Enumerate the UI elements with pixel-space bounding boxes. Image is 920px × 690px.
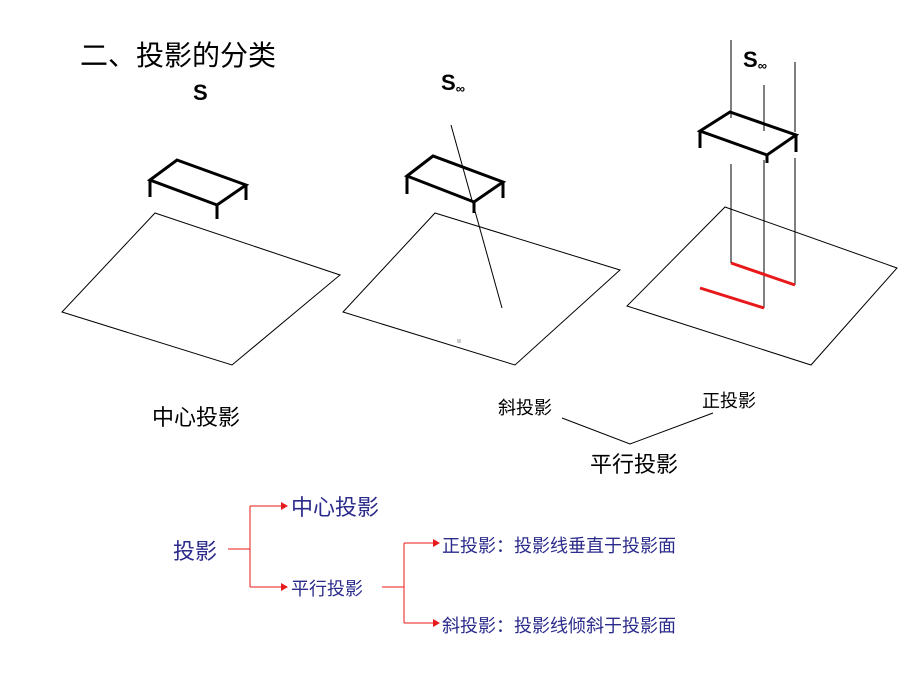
center-dot xyxy=(457,339,461,343)
tree-connectors xyxy=(228,505,434,624)
central-projection-caption: 中心投影 xyxy=(152,406,241,431)
infinity-point-label-orthographic: S∞ xyxy=(743,47,767,73)
oblique-projection-diagram xyxy=(342,124,621,366)
tree-arrowheads xyxy=(281,502,440,627)
tree-leaf-oblique: 斜投影：投影线倾斜于投影面 xyxy=(442,616,676,637)
infinity-point-label-oblique: S∞ xyxy=(441,70,465,96)
table-object-1 xyxy=(146,158,250,219)
parallel-projection-caption: 平行投影 xyxy=(590,453,679,478)
slide-title: 二、投影的分类 xyxy=(80,39,277,72)
orthographic-projection-diagram xyxy=(626,40,898,366)
red-projection-lines xyxy=(699,261,796,310)
oblique-projector-line xyxy=(450,124,503,309)
table-object-3 xyxy=(696,110,800,163)
orthographic-projection-caption: 正投影 xyxy=(702,391,756,412)
tree-node-central: 中心投影 xyxy=(291,496,380,521)
orthographic-projector-lines xyxy=(730,40,796,308)
central-projection-diagram xyxy=(61,158,342,366)
table-object-2 xyxy=(403,154,507,213)
tree-root-projection: 投影 xyxy=(173,540,218,565)
tree-node-parallel: 平行投影 xyxy=(291,579,363,600)
projection-plane-1 xyxy=(61,212,342,366)
projection-plane-2 xyxy=(342,212,621,366)
parallel-bracket xyxy=(561,412,714,445)
center-point-label: S xyxy=(193,80,208,105)
tree-leaf-orthographic: 正投影：投影线垂直于投影面 xyxy=(442,536,676,557)
projection-plane-3 xyxy=(626,206,898,366)
oblique-projection-caption: 斜投影 xyxy=(498,398,552,419)
